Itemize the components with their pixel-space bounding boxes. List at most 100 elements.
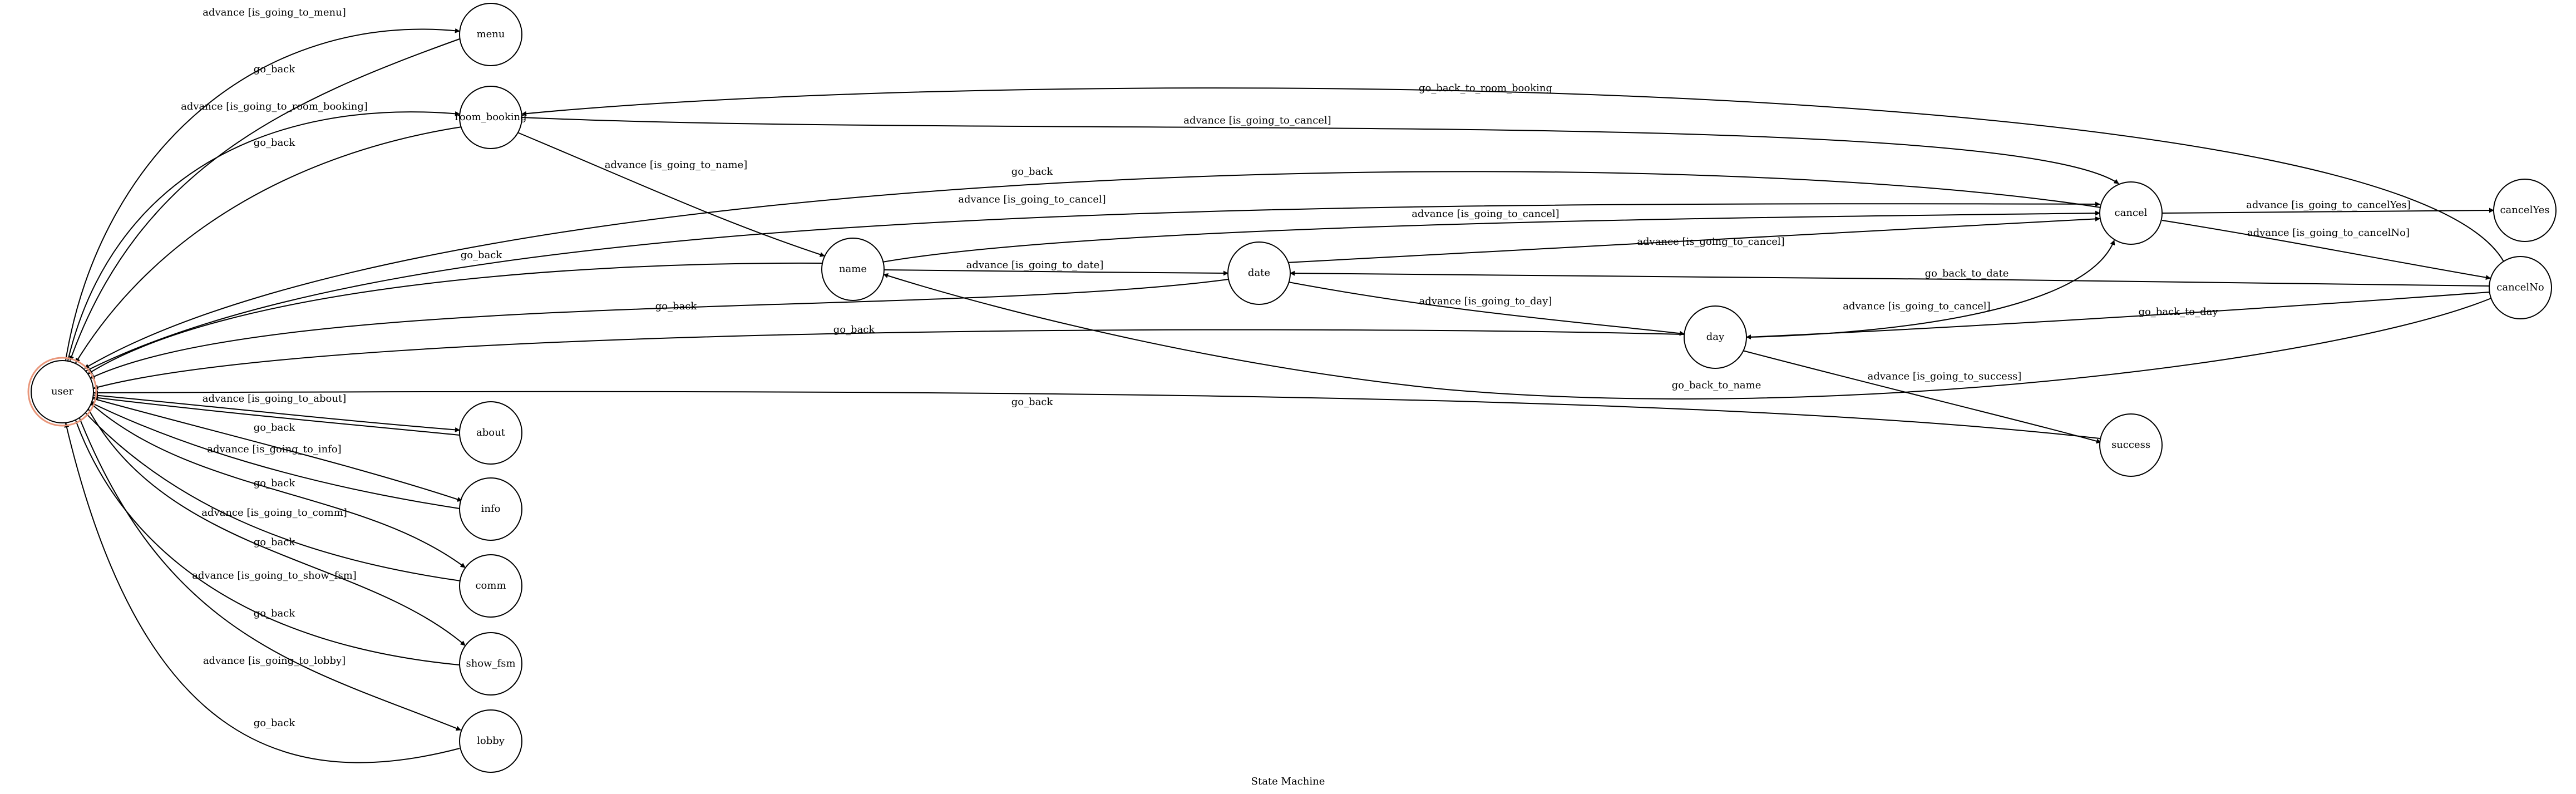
- state-node-user: user: [27, 357, 97, 427]
- state-circle-name: [821, 238, 885, 301]
- state-label-date: date: [1248, 267, 1270, 279]
- state-label-show_fsm: show_fsm: [466, 658, 515, 669]
- state-label-comm: comm: [475, 580, 506, 591]
- state-circle-lobby: [459, 709, 522, 773]
- edge-label-user-to-comm: advance [is_going_to_comm]: [201, 507, 347, 519]
- state-node-date: date: [1227, 241, 1291, 305]
- edge-user-to-lobby: [77, 413, 461, 731]
- state-label-cancelNo: cancelNo: [2496, 282, 2544, 293]
- state-label-lobby: lobby: [477, 735, 505, 747]
- edge-name-to-user: [87, 262, 824, 374]
- edge-label-room_booking-to-user: go_back: [254, 137, 296, 149]
- state-label-day: day: [1706, 331, 1725, 343]
- edge-label-cancel-to-cancelYes: advance [is_going_to_cancelYes]: [2246, 199, 2411, 211]
- state-circle-comm: [459, 554, 522, 618]
- edge-date-to-day: [1288, 282, 1685, 336]
- edge-label-cancelNo-to-name: go_back_to_name: [1672, 379, 1761, 391]
- state-circle-day: [1684, 305, 1747, 369]
- edge-label-menu-to-user: go_back: [254, 63, 296, 75]
- edge-cancel-to-user: [84, 171, 2101, 369]
- edge-user-to-room_booking: [67, 111, 460, 361]
- edge-label-name-to-cancel: advance [is_going_to_cancel]: [1412, 208, 1559, 220]
- state-circle-cancelNo: [2489, 256, 2552, 319]
- state-node-cancelNo: cancelNo: [2489, 256, 2552, 319]
- edge-date-to-user: [90, 279, 1229, 379]
- state-label-info: info: [481, 503, 501, 515]
- edge-label-room_booking-to-cancel: advance [is_going_to_cancel]: [1183, 115, 1331, 126]
- edge-name-to-cancel: [882, 210, 2100, 263]
- edge-label-cancelNo-to-day: go_back_to_day: [2138, 306, 2218, 318]
- edge-label-user-to-about: advance [is_going_to_about]: [203, 393, 346, 405]
- state-node-about: about: [459, 401, 522, 465]
- edge-label-room_booking-to-name: advance [is_going_to_name]: [605, 159, 748, 171]
- state-label-user: user: [51, 386, 73, 397]
- edge-cancelNo-to-room_booking: [521, 87, 2504, 262]
- edge-label-day-to-user: go_back: [833, 324, 876, 336]
- diagram-caption: State Machine: [1251, 776, 1325, 787]
- edge-user-to-about: [93, 394, 460, 432]
- initial-state-ring: [27, 357, 97, 427]
- edge-user-to-info: [92, 398, 462, 502]
- state-node-show_fsm: show_fsm: [459, 632, 522, 696]
- edge-room_booking-to-name: [517, 132, 825, 257]
- edge-label-user-to-info: advance [is_going_to_info]: [207, 443, 341, 455]
- edge-user-to-comm: [90, 402, 466, 568]
- state-label-name: name: [839, 263, 867, 275]
- edge-label-user-to-menu: advance [is_going_to_menu]: [203, 7, 346, 18]
- state-node-menu: menu: [459, 3, 522, 66]
- edge-day-to-success: [1742, 350, 2101, 444]
- edge-label-day-to-success: advance [is_going_to_success]: [1868, 371, 2022, 382]
- edge-user-to-show_fsm: [86, 406, 466, 646]
- state-node-success: success: [2099, 413, 2163, 477]
- edge-about-to-user: [93, 395, 460, 436]
- edge-lobby-to-user: [64, 422, 460, 763]
- state-node-comm: comm: [459, 554, 522, 618]
- state-node-room_booking: room_booking: [455, 86, 527, 149]
- edge-cancelNo-to-date: [1290, 270, 2490, 287]
- edge-label-cancelNo-to-room_booking: go_back_to_room_booking: [1419, 82, 1552, 94]
- state-circle-room_booking: [459, 86, 522, 149]
- state-label-room_booking: room_booking: [455, 111, 526, 123]
- state-node-day: day: [1684, 305, 1747, 369]
- edge-label-date-to-day: advance [is_going_to_day]: [1419, 295, 1552, 307]
- edge-user-to-cancel: [84, 201, 2100, 372]
- edge-label-success-to-user: go_back: [1011, 396, 1054, 408]
- edge-day-to-cancel: [1746, 240, 2115, 338]
- edge-labels-layer: advance [is_going_to_menu]go_backadvance…: [181, 7, 2411, 729]
- edge-room_booking-to-user: [75, 126, 462, 363]
- edge-label-user-to-show_fsm: advance [is_going_to_show_fsm]: [192, 570, 357, 581]
- edge-label-name-to-date: advance [is_going_to_date]: [966, 259, 1104, 271]
- edge-label-user-to-cancel: advance [is_going_to_cancel]: [958, 194, 1106, 205]
- state-node-info: info: [459, 477, 522, 541]
- state-circle-about: [459, 401, 522, 465]
- state-label-cancel: cancel: [2115, 207, 2148, 219]
- edge-success-to-user: [93, 390, 2100, 439]
- edge-label-show_fsm-to-user: go_back: [254, 608, 296, 619]
- edge-label-about-to-user: go_back: [254, 422, 296, 433]
- edge-label-info-to-user: go_back: [254, 477, 296, 489]
- edge-day-to-user: [93, 329, 1685, 390]
- edge-label-name-to-user: go_back: [461, 249, 503, 261]
- edge-label-day-to-cancel: advance [is_going_to_cancel]: [1843, 300, 1990, 312]
- edge-user-to-menu: [65, 28, 460, 361]
- state-circle-show_fsm: [459, 632, 522, 696]
- edge-label-cancelNo-to-date: go_back_to_date: [1925, 268, 2009, 279]
- state-circle-cancelYes: [2493, 179, 2557, 242]
- edge-label-user-to-lobby: advance [is_going_to_lobby]: [203, 655, 346, 667]
- edge-cancelNo-to-day: [1746, 292, 2490, 340]
- edge-label-lobby-to-user: go_back: [254, 717, 296, 729]
- state-circle-user: [31, 360, 94, 423]
- edge-cancel-to-cancelNo: [2162, 220, 2491, 280]
- state-node-name: name: [821, 238, 885, 301]
- edge-info-to-user: [88, 401, 460, 509]
- state-circle-menu: [459, 3, 522, 66]
- edge-label-user-to-room_booking: advance [is_going_to_room_booking]: [181, 101, 368, 112]
- state-node-cancel: cancel: [2099, 181, 2163, 245]
- edge-comm-to-user: [82, 409, 461, 581]
- edge-menu-to-user: [69, 38, 460, 361]
- state-label-about: about: [476, 427, 506, 438]
- state-circle-date: [1227, 241, 1291, 305]
- edge-label-cancel-to-user: go_back: [1011, 166, 1054, 177]
